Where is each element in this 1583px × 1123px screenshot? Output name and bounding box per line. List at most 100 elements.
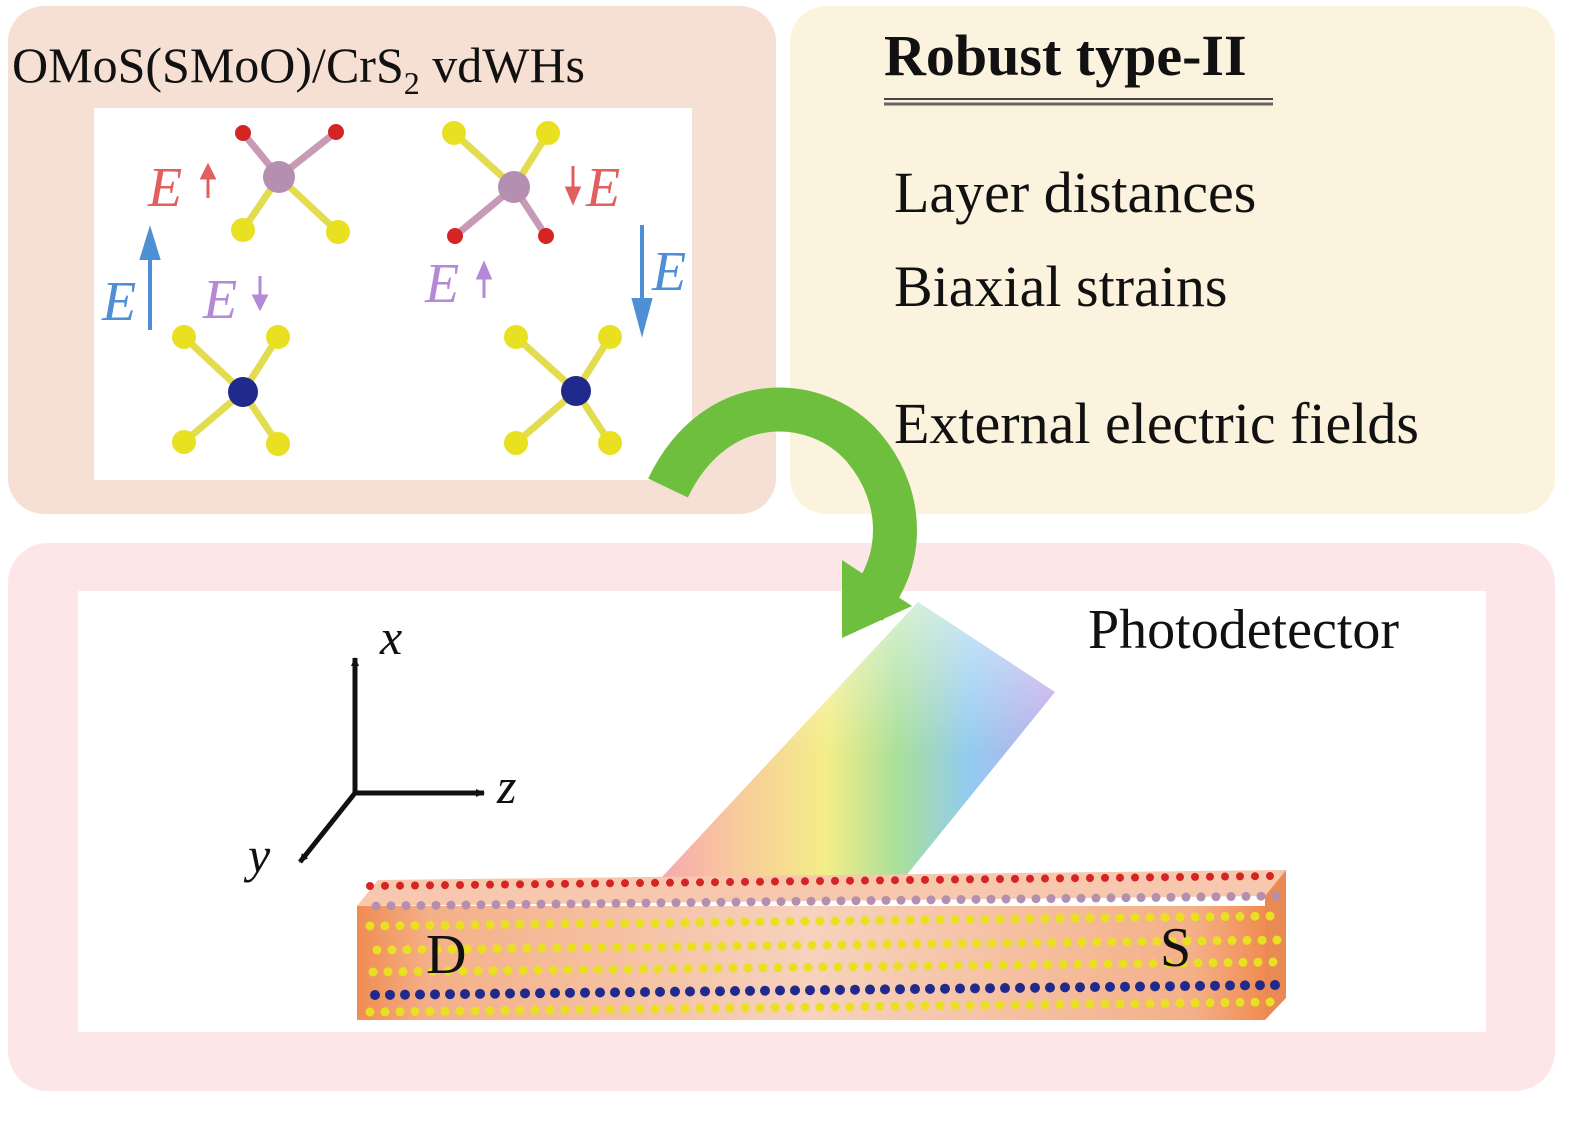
sulfur-atom bbox=[815, 916, 825, 926]
electric-field-markers: E E E E E E bbox=[101, 157, 686, 338]
chromium-atom bbox=[850, 984, 860, 995]
sulfur-atom bbox=[770, 917, 780, 927]
sulfur-atom bbox=[402, 945, 412, 955]
sulfur-atom bbox=[635, 918, 645, 928]
sulfur-atom bbox=[1100, 999, 1110, 1009]
molybdenum-atom bbox=[1046, 894, 1056, 904]
oxygen-atom bbox=[801, 877, 809, 886]
sulfur-atom bbox=[1160, 998, 1170, 1008]
structure-title-subscript: 2 bbox=[404, 65, 420, 101]
oxygen-atom bbox=[486, 880, 494, 889]
sulfur-atom bbox=[995, 914, 1005, 924]
sulfur-atom bbox=[717, 941, 727, 951]
z-axis-label: z bbox=[496, 758, 516, 814]
oxygen-atom bbox=[576, 879, 584, 888]
molybdenum-atom bbox=[1061, 893, 1071, 903]
sulfur-atom bbox=[927, 939, 937, 949]
sulfur-atom bbox=[1118, 959, 1128, 969]
sulfur-atom bbox=[710, 1003, 720, 1013]
sulfur-atom bbox=[1130, 913, 1140, 923]
sulfur-atom bbox=[777, 941, 787, 951]
oxygen-atom bbox=[606, 879, 614, 888]
chromium-atom bbox=[1045, 982, 1055, 993]
sulfur-atom bbox=[650, 1004, 660, 1014]
chromium-atom bbox=[910, 984, 920, 995]
sulfur-atom bbox=[492, 944, 502, 954]
sulfur-atom bbox=[1062, 937, 1072, 947]
chromium-atom bbox=[955, 983, 965, 994]
crs2-molecule-left bbox=[172, 325, 290, 456]
molybdenum-atom bbox=[498, 171, 530, 203]
chromium-atom bbox=[400, 989, 410, 1000]
sulfur-atom bbox=[875, 915, 885, 925]
sulfur-atom bbox=[410, 921, 420, 931]
oxygen-atom bbox=[456, 881, 464, 890]
sulfur-atom bbox=[732, 941, 742, 951]
oxygen-atom bbox=[501, 880, 509, 889]
sulfur-atom bbox=[1130, 999, 1140, 1009]
sulfur-atom bbox=[470, 1006, 480, 1016]
chromium-atom bbox=[610, 987, 620, 998]
sulfur-atom bbox=[792, 940, 802, 950]
oxygen-atom bbox=[966, 875, 974, 884]
chromium-atom bbox=[985, 983, 995, 994]
oxygen-atom bbox=[471, 880, 479, 889]
sulfur-atom bbox=[1190, 912, 1200, 922]
sulfur-atom bbox=[680, 918, 690, 928]
oxygen-atom bbox=[531, 880, 539, 889]
oxygen-atom bbox=[591, 879, 599, 888]
chromium-atom bbox=[520, 988, 530, 999]
chromium-atom bbox=[895, 984, 905, 995]
chromium-atom bbox=[745, 985, 755, 996]
sulfur-atom bbox=[848, 962, 858, 972]
sulfur-atom bbox=[1055, 999, 1065, 1009]
sulfur-atom bbox=[837, 940, 847, 950]
sulfur-atom bbox=[1137, 937, 1147, 947]
x-axis-label: x bbox=[379, 609, 402, 665]
sulfur-atom bbox=[822, 940, 832, 950]
chromium-atom bbox=[1180, 981, 1190, 992]
curved-arrow-icon bbox=[648, 387, 917, 638]
oxygen-atom bbox=[711, 878, 719, 887]
sulfur-atom bbox=[818, 962, 828, 972]
sulfur-atom bbox=[518, 965, 528, 975]
sulfur-atom bbox=[788, 962, 798, 972]
field-label-red-right: E bbox=[585, 157, 620, 219]
chromium-atom bbox=[445, 989, 455, 1000]
sulfur-atom bbox=[1250, 997, 1260, 1007]
arrow-up-icon bbox=[199, 162, 217, 198]
molybdenum-atom bbox=[671, 898, 681, 908]
sulfur-atom bbox=[1133, 959, 1143, 969]
molybdenum-atom bbox=[263, 161, 295, 193]
sulfur-atom bbox=[443, 966, 453, 976]
sulfur-atom bbox=[598, 431, 622, 455]
sulfur-atom bbox=[326, 220, 350, 244]
oxygen-atom bbox=[726, 878, 734, 887]
sulfur-atom bbox=[845, 916, 855, 926]
sulfur-atom bbox=[1227, 936, 1237, 946]
sulfur-atom bbox=[515, 919, 525, 929]
sulfur-atom bbox=[1265, 911, 1275, 921]
coordinate-axes: x z y bbox=[243, 609, 516, 883]
molybdenum-atom bbox=[746, 897, 756, 907]
sulfur-atom bbox=[912, 939, 922, 949]
sulfur-atom bbox=[1028, 960, 1038, 970]
device-side-face bbox=[1265, 870, 1286, 1020]
sulfur-atom bbox=[1193, 958, 1203, 968]
sulfur-atom bbox=[172, 325, 196, 349]
top-right-panel bbox=[790, 6, 1555, 514]
chromium-atom bbox=[535, 988, 545, 999]
oxygen-atom bbox=[951, 875, 959, 884]
sulfur-atom bbox=[266, 325, 290, 349]
chromium-atom bbox=[685, 986, 695, 997]
sulfur-atom bbox=[653, 964, 663, 974]
molybdenum-atom bbox=[791, 896, 801, 906]
sulfur-atom bbox=[1272, 935, 1282, 945]
sulfur-atom bbox=[1197, 936, 1207, 946]
sulfur-atom bbox=[1025, 1000, 1035, 1010]
sulfur-atom bbox=[905, 1001, 915, 1011]
sulfur-atom bbox=[882, 939, 892, 949]
sulfur-atom bbox=[387, 945, 397, 955]
oxygen-atom bbox=[328, 124, 344, 140]
sulfur-atom bbox=[372, 945, 382, 955]
